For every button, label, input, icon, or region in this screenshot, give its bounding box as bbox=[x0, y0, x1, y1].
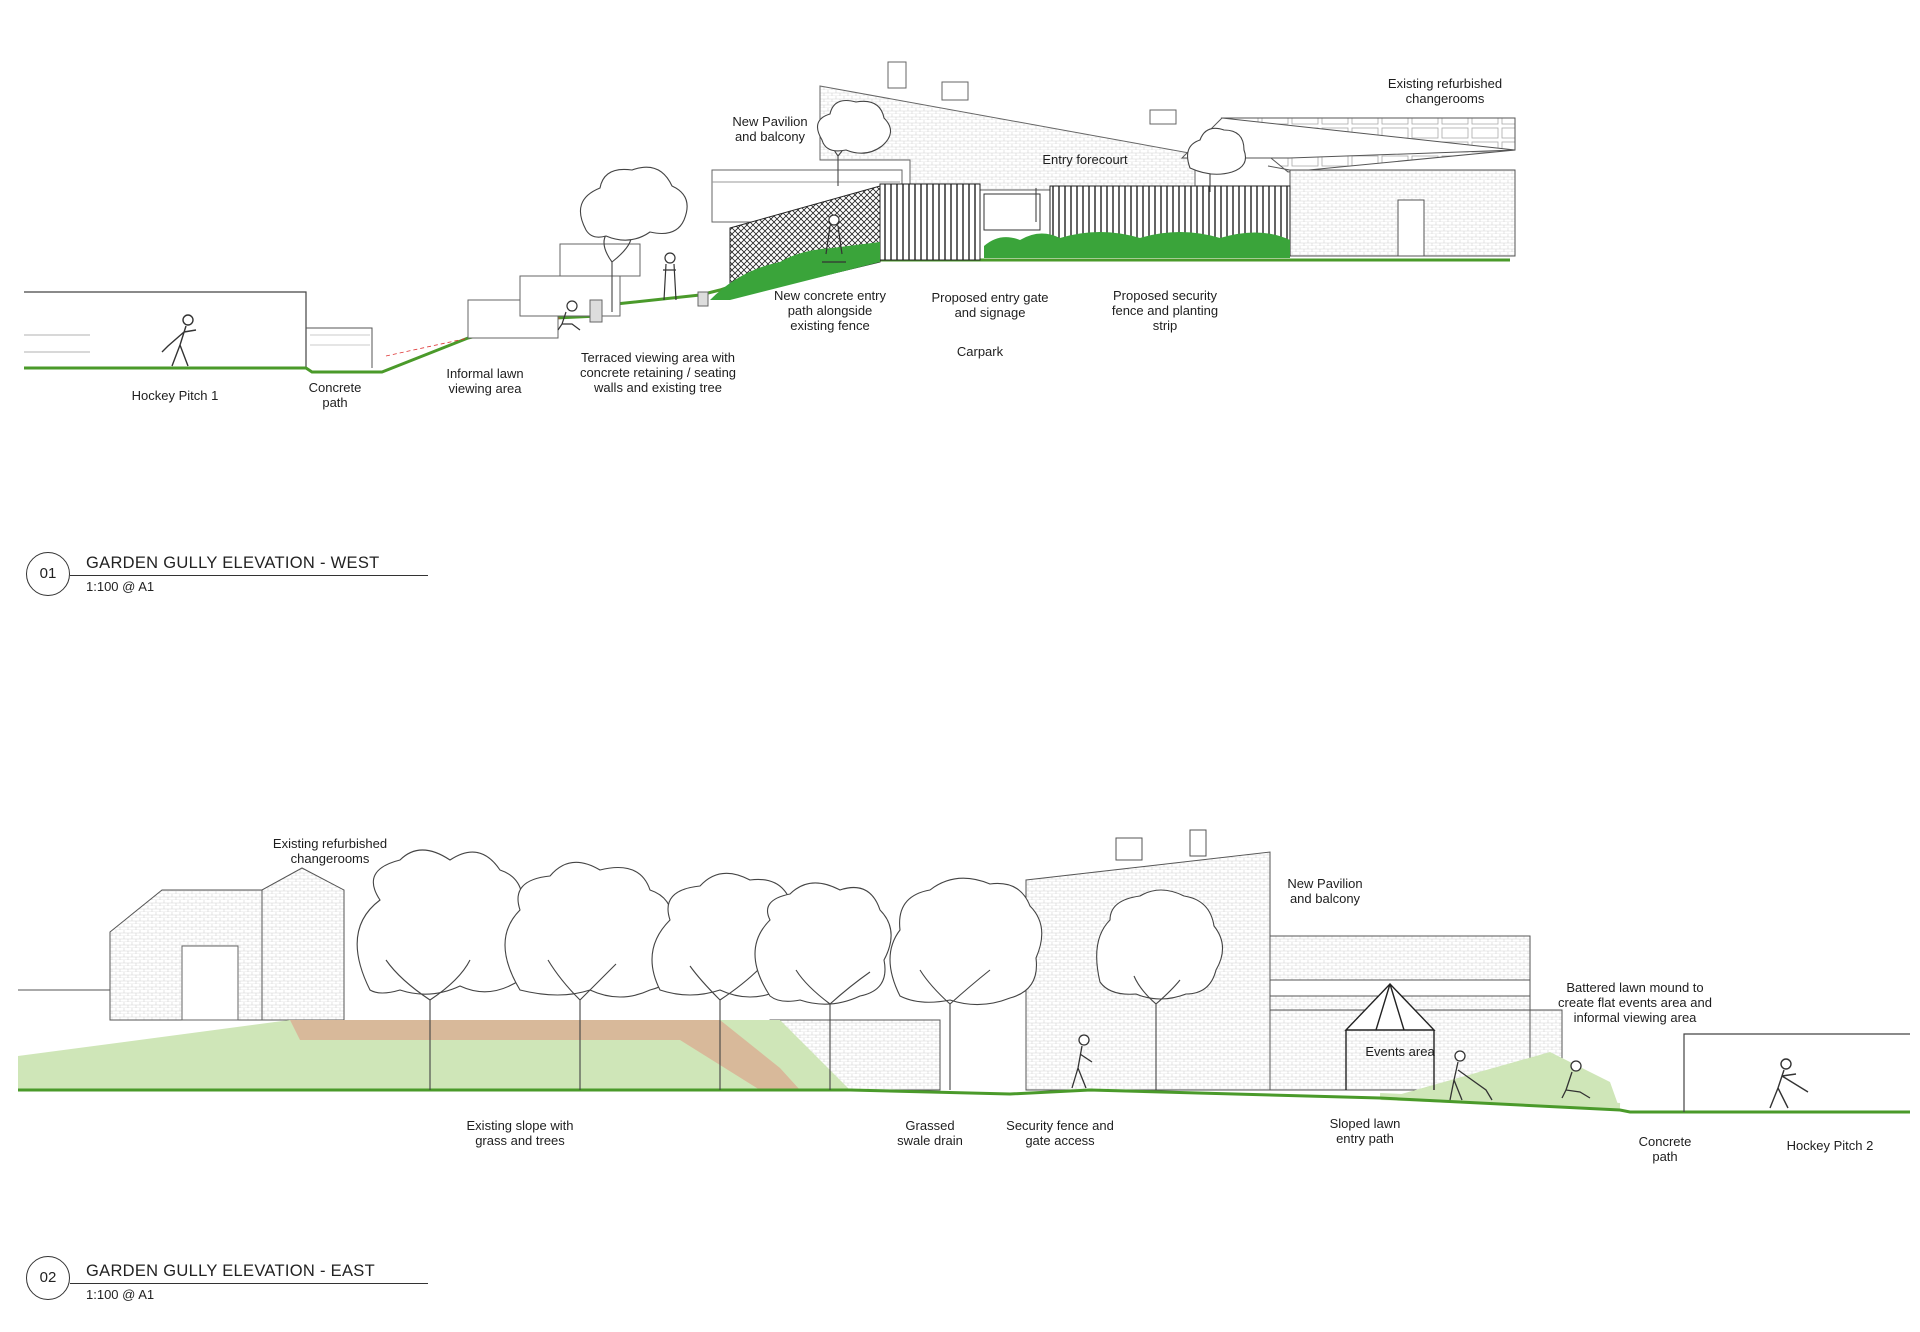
label-entry-gate: Proposed entry gate and signage bbox=[931, 290, 1049, 320]
label-carpark: Carpark bbox=[956, 344, 1004, 359]
people-figures-east bbox=[1071, 1034, 1591, 1101]
label-new-pavilion-east: New Pavilion and balcony bbox=[1287, 876, 1363, 906]
label-existing-slope: Existing slope with grass and trees bbox=[466, 1118, 574, 1148]
elevation-title-east: GARDEN GULLY ELEVATION - EAST bbox=[86, 1262, 375, 1280]
label-battered-mound: Battered lawn mound to create flat event… bbox=[1558, 980, 1712, 1025]
label-security-fence: Proposed security fence and planting str… bbox=[1111, 288, 1219, 333]
label-new-concrete-path: New concrete entry path alongside existi… bbox=[774, 288, 886, 333]
hockey-player-figure bbox=[161, 314, 197, 367]
label-concrete-path-east: Concrete path bbox=[1638, 1134, 1692, 1164]
changerooms-building-east bbox=[18, 867, 345, 1021]
label-grassed-swale: Grassed swale drain bbox=[897, 1118, 963, 1148]
label-hockey-pitch-1: Hockey Pitch 1 bbox=[131, 388, 219, 403]
people-figures bbox=[557, 214, 846, 331]
title-underline bbox=[70, 575, 428, 576]
label-security-fence-east: Security fence and gate access bbox=[1006, 1118, 1114, 1148]
label-new-pavilion: New Pavilion and balcony bbox=[732, 114, 808, 144]
entry-gate bbox=[879, 183, 981, 261]
label-concrete-path: Concrete path bbox=[308, 380, 362, 410]
title-underline bbox=[70, 1283, 428, 1284]
elevation-scale-east: 1:100 @ A1 bbox=[86, 1287, 155, 1302]
events-marquee bbox=[1344, 982, 1436, 1090]
hockey-pitch-1 bbox=[24, 291, 373, 368]
tree-row bbox=[356, 849, 1224, 1090]
planting-strip bbox=[710, 232, 1290, 300]
hockey-pitch-2 bbox=[1683, 1033, 1910, 1112]
east-elevation bbox=[18, 829, 1910, 1114]
label-events-area: Events area bbox=[1365, 1044, 1435, 1059]
elevation-title-west: GARDEN GULLY ELEVATION - WEST bbox=[86, 554, 380, 572]
timber-path bbox=[290, 1020, 800, 1090]
elevation-scale-west: 1:100 @ A1 bbox=[86, 579, 155, 594]
entry-signage bbox=[983, 193, 1041, 231]
elevation-number-01: 01 bbox=[26, 552, 70, 596]
west-elevation bbox=[24, 61, 1516, 374]
label-hockey-pitch-2: Hockey Pitch 2 bbox=[1786, 1138, 1874, 1153]
ground-line-east bbox=[18, 1088, 1910, 1114]
label-changerooms: Existing refurbished changerooms bbox=[1387, 76, 1503, 106]
changerooms-building bbox=[1180, 117, 1516, 257]
label-changerooms-east: Existing refurbished changerooms bbox=[272, 836, 388, 866]
label-sloped-lawn: Sloped lawn entry path bbox=[1329, 1116, 1401, 1146]
existing-tree bbox=[579, 99, 1247, 312]
label-terraced-viewing: Terraced viewing area with concrete reta… bbox=[579, 350, 737, 395]
label-informal-lawn: Informal lawn viewing area bbox=[446, 366, 524, 396]
elevation-number-02: 02 bbox=[26, 1256, 70, 1300]
label-entry-forecourt: Entry forecourt bbox=[1042, 152, 1128, 167]
